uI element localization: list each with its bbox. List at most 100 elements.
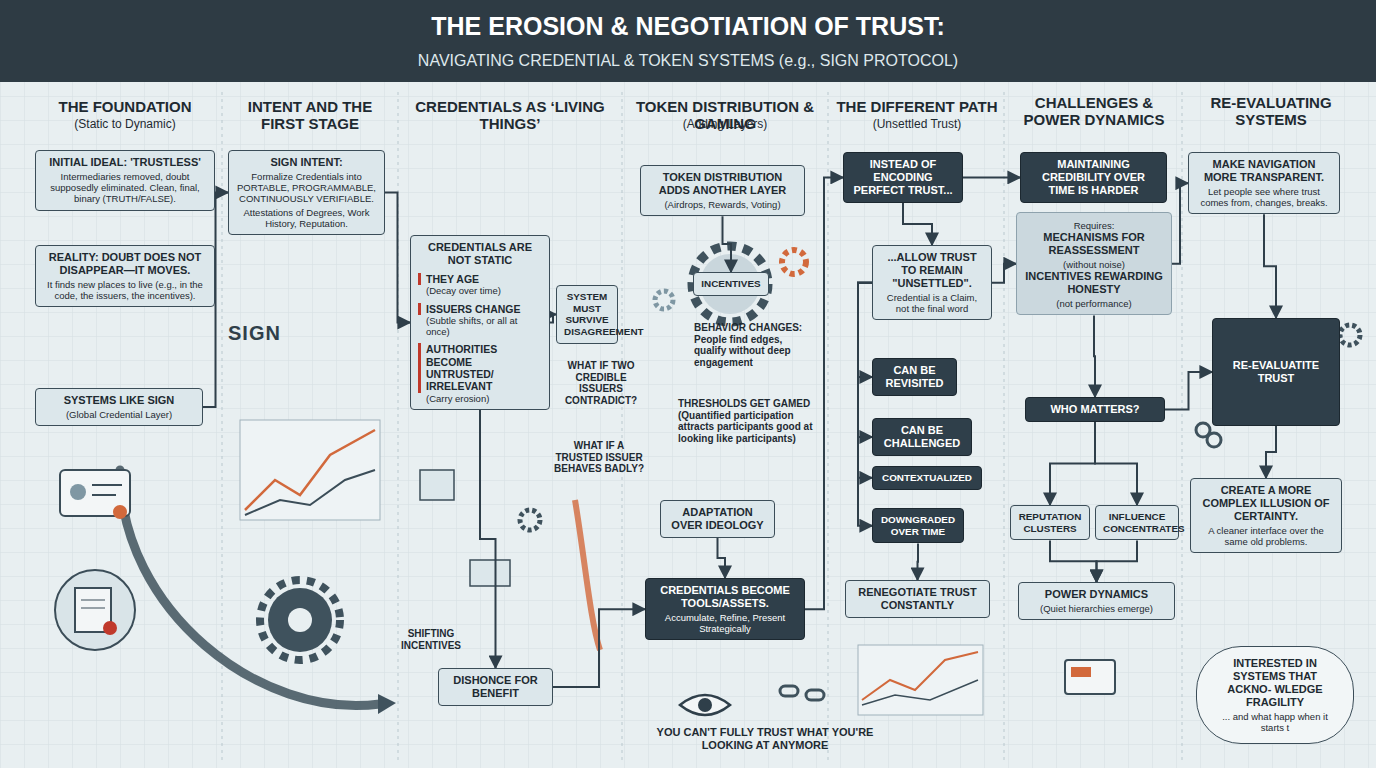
process-box: MAKE NAVIGATION MORE TRANSPARENT.Let peo… <box>1188 152 1340 214</box>
node-heading: CREATE A MORE COMPLEX ILLUSION OF CERTAI… <box>1198 484 1334 523</box>
connector-arrow <box>917 543 920 580</box>
node-heading: CAN BE REVISITED <box>880 364 949 390</box>
column-dividers <box>222 92 1182 760</box>
thought-bubble: INTERESTED IN SYSTEMS THAT ACKNO- WLEDGE… <box>1196 646 1354 744</box>
node-heading: DOWNGRADED OVER TIME <box>880 514 956 537</box>
connector-arrow <box>858 283 872 478</box>
process-box: INSTEAD OF ENCODING PERFECT TRUST... <box>843 152 963 203</box>
node-text: (Quiet hierarchies emerge) <box>1026 603 1167 614</box>
node-heading: REPUTATION CLUSTERS <box>1018 511 1082 534</box>
process-box: ADAPTATION OVER IDEOLOGY <box>660 500 775 538</box>
node-heading: DISHONCE FOR BENEFIT <box>446 674 545 700</box>
node-text: Credential is a Claim, not the final wor… <box>880 292 984 314</box>
behavior-note: BEHAVIOR CHANGES: People find edges, qua… <box>694 322 816 368</box>
node-text: (Subtle shifts, or all at once) <box>418 315 542 337</box>
node-text: THEY AGE <box>418 273 542 285</box>
connector-arrow <box>858 283 872 377</box>
column-header: CREDENTIALS AS ‘LIVING THINGS’ <box>402 98 618 133</box>
line-chart-icon <box>240 420 380 520</box>
column-subheader: (Unsettled Trust) <box>832 118 1002 132</box>
node-heading: SIGN INTENT: <box>236 156 377 169</box>
process-box: ...ALLOW TRUST TO REMAIN "UNSETTLED".Cre… <box>872 245 992 320</box>
node-text: (not performance) <box>1024 298 1164 309</box>
option-box: CAN BE REVISITED <box>872 358 957 396</box>
node-heading: ...ALLOW TRUST TO REMAIN "UNSETTLED". <box>880 251 984 290</box>
eye-icon <box>680 695 730 715</box>
node-text: A cleaner interface over the same old pr… <box>1198 525 1334 547</box>
process-box: INFLUENCE CONCENTRATES <box>1095 505 1179 540</box>
idea-box: INITIAL IDEAL: 'TRUSTLESS' Intermediaries… <box>35 150 215 211</box>
node-text: It finds new places to live (e.g., in th… <box>43 279 207 301</box>
subtitle: NAVIGATING CREDENTIAL & TOKEN SYSTEMS (e… <box>0 52 1376 70</box>
intent-box: SIGN INTENT: Formalize Credentials into P… <box>228 150 385 235</box>
node-text: ISSUERS CHANGE <box>418 303 542 315</box>
node-text: Accumulate, Refine, Present Strategicall… <box>653 612 797 634</box>
connector-arrow <box>1266 426 1276 478</box>
connector-arrow <box>553 609 645 687</box>
node-text: AUTHORITIES BECOME UNTRUSTED/ IRRELEVANT <box>418 343 542 393</box>
document-circle-icon <box>55 570 135 650</box>
connector-arrow <box>718 538 726 578</box>
connector-arrow <box>992 264 1016 283</box>
system-box: SYSTEMS LIKE SIGN(Global Credential Laye… <box>35 388 203 426</box>
connector-arrow <box>1172 183 1188 264</box>
process-box: REPUTATION CLUSTERS <box>1010 505 1090 540</box>
process-box: POWER DYNAMICS(Quiet hierarchies emerge) <box>1018 582 1175 620</box>
node-text: (Airdrops, Rewards, Voting) <box>648 199 797 210</box>
broken-link-icon <box>1196 423 1221 447</box>
node-text: (Carry erosion) <box>418 393 542 404</box>
node-text: ... and what happ when it starts t <box>1211 711 1339 733</box>
logo-text: SIGN <box>228 322 298 345</box>
process-box: SYSTEM MUST SURVIVE DISAGREEMENT <box>556 285 618 344</box>
node-heading: SYSTEM MUST SURVIVE DISAGREEMENT <box>564 291 610 338</box>
connector-arrow <box>723 216 732 272</box>
node-text: Intermediaries removed, doubt supposedly… <box>43 171 207 205</box>
column-header: THE DIFFERENT PATH <box>832 98 1002 115</box>
connector-arrow <box>858 283 872 526</box>
node-heading: CREDENTIALS BECOME TOOLS/ASSETS. <box>653 584 797 610</box>
incentive-box: INCENTIVES <box>693 272 769 296</box>
node-text: Formalize Credentials into PORTABLE, PRO… <box>236 171 377 205</box>
connector-arrow <box>1095 422 1137 505</box>
column-subheader: (Adding Layers) <box>626 118 824 132</box>
connector-arrow <box>805 177 843 609</box>
node-heading: RENEGOTIATE TRUST CONSTANTLY <box>853 586 982 612</box>
node-heading: WHO MATTERS? <box>1033 403 1157 416</box>
node-heading: INITIAL IDEAL: 'TRUSTLESS' <box>43 156 207 169</box>
broken-chain-icon <box>780 686 824 700</box>
question-box: WHO MATTERS? <box>1025 397 1165 422</box>
connector-arrow <box>1094 315 1095 397</box>
decision-box: RE-EVALUATITE TRUST <box>1212 318 1340 426</box>
question-note: WHAT IF TWO CREDIBLE ISSUERS CONTRADICT? <box>556 360 646 406</box>
node-heading: Requires: <box>1024 220 1164 231</box>
warning-note: YOU CAN'T FULLY TRUST WHAT YOU'RE LOOKIN… <box>640 726 890 751</box>
question-note: WHAT IF A TRUSTED ISSUER BEHAVES BADLY? <box>554 440 644 475</box>
column-header: RE-EVALUATING SYSTEMS <box>1186 94 1356 129</box>
node-heading: INSTEAD OF ENCODING PERFECT TRUST... <box>851 158 955 197</box>
column-subheader: (Static to Dynamic) <box>30 118 220 132</box>
node-heading: INCENTIVES <box>701 278 761 290</box>
node-heading: CONTEXTUALIZED <box>880 472 974 484</box>
node-text: Attestations of Degrees, Work History, R… <box>236 207 377 229</box>
node-heading: MAKE NAVIGATION MORE TRANSPARENT. <box>1196 158 1332 184</box>
connector-arrow <box>858 283 872 437</box>
requirement-panel: Requires:MECHANISMS FOR REASSESSMENT(wit… <box>1016 212 1172 315</box>
asset-box: CREDENTIALS BECOME TOOLS/ASSETS.Accumula… <box>645 578 805 640</box>
node-heading: CREDENTIALS ARE NOT STATIC <box>418 241 542 267</box>
option-box: CONTEXTUALIZED <box>872 466 982 490</box>
column-header: CHALLENGES & POWER DYNAMICS <box>1008 94 1180 129</box>
title-bar <box>0 0 1376 82</box>
process-box: RENEGOTIATE TRUST CONSTANTLY <box>845 580 990 618</box>
title: THE EROSION & NEGOTIATION OF TRUST: <box>0 12 1376 41</box>
column-header: THE FOUNDATION <box>30 98 220 115</box>
node-text: INCENTIVES REWARDING HONESTY <box>1024 270 1164 296</box>
node-heading: ADAPTATION OVER IDEOLOGY <box>668 506 767 532</box>
node-text: (Global Credential Layer) <box>43 409 195 420</box>
incentive-note: SHIFTING INCENTIVES <box>386 628 476 651</box>
connector-arrow <box>1264 214 1276 318</box>
connector-arrow <box>1050 422 1095 505</box>
gear-small <box>1340 325 1360 345</box>
node-heading: MAINTAINING CREDIBILITY OVER TIME IS HAR… <box>1028 158 1159 197</box>
